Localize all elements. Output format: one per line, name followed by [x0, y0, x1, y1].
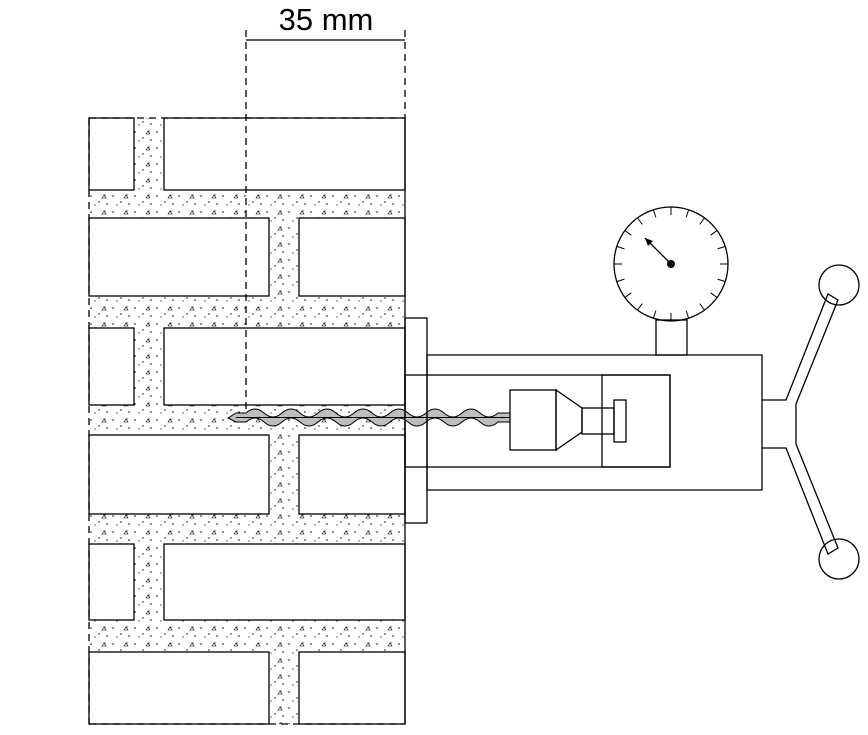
dimension-label: 35 mm	[278, 2, 374, 37]
gauge-tick	[685, 209, 690, 218]
pull-out-tester	[404, 317, 763, 524]
gauge-tick	[699, 303, 705, 311]
pressure-gauge-icon	[613, 206, 729, 322]
gauge-tick	[624, 292, 632, 298]
gauge-tick	[624, 230, 632, 236]
brick-wall	[88, 117, 406, 725]
wall-cut-outline	[88, 117, 406, 725]
gauge-stem	[655, 319, 688, 356]
gauge-tick	[717, 245, 726, 250]
gauge-tick	[685, 310, 690, 319]
dimension-line	[245, 30, 406, 424]
gauge-tick	[616, 245, 625, 250]
gauge-tick	[652, 310, 657, 319]
gauge-tick	[616, 278, 625, 283]
handle-crank-icon	[762, 264, 860, 580]
gauge-tick	[652, 209, 657, 218]
gauge-tick	[637, 217, 643, 225]
gauge-tick	[717, 278, 726, 283]
gauge-tick	[710, 292, 718, 298]
gauge-tick	[637, 303, 643, 311]
gauge-tick	[710, 230, 718, 236]
gauge-tick	[699, 217, 705, 225]
